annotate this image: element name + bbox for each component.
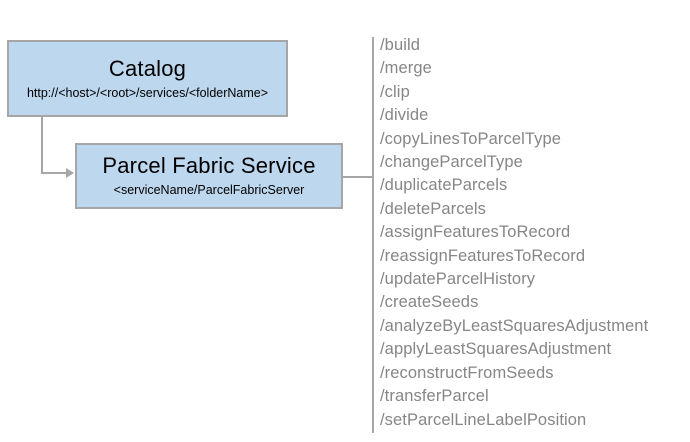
parcel-fabric-service-box: Parcel Fabric Service <serviceName/Parce… — [75, 143, 343, 209]
endpoint-item: /duplicateParcels — [380, 176, 508, 195]
endpoint-item: /analyzeByLeastSquaresAdjustment — [380, 316, 649, 335]
endpoint-item: /deleteParcels — [380, 199, 486, 218]
endpoint-item: /applyLeastSquaresAdjustment — [380, 340, 612, 359]
connector-catalog-to-service-horizontal — [41, 172, 67, 174]
connector-catalog-to-service-vertical — [41, 117, 43, 174]
arrow-right-icon — [66, 168, 74, 178]
connector-service-to-endpoints — [343, 176, 372, 178]
catalog-box-title: Catalog — [108, 55, 187, 81]
endpoint-item: /assignFeaturesToRecord — [380, 223, 571, 242]
endpoint-item: /changeParcelType — [380, 153, 523, 172]
endpoint-item: /merge — [380, 59, 432, 78]
endpoint-item: /updateParcelHistory — [380, 270, 536, 289]
service-box-title: Parcel Fabric Service — [102, 153, 316, 178]
catalog-box-subtitle: http://<host>/<root>/services/<folderNam… — [26, 85, 269, 100]
endpoint-item: /copyLinesToParcelType — [380, 129, 562, 148]
endpoint-item: /setParcelLineLabelPosition — [380, 410, 587, 429]
endpoint-item: /build — [380, 36, 421, 54]
catalog-box: Catalog http://<host>/<root>/services/<f… — [7, 40, 288, 117]
endpoint-list: /build/merge/clip/divide/copyLinesToParc… — [380, 34, 685, 432]
endpoint-item: /reassignFeaturesToRecord — [380, 246, 586, 265]
endpoint-item: /clip — [380, 82, 410, 101]
endpoint-item: /reconstructFromSeeds — [380, 363, 554, 382]
endpoint-item: /divide — [380, 106, 429, 125]
endpoints-separator-line — [372, 37, 374, 433]
endpoint-item: /transferParcel — [380, 387, 489, 406]
service-box-subtitle: <serviceName/ParcelFabricServer — [113, 183, 305, 197]
endpoint-item: /createSeeds — [380, 293, 479, 312]
